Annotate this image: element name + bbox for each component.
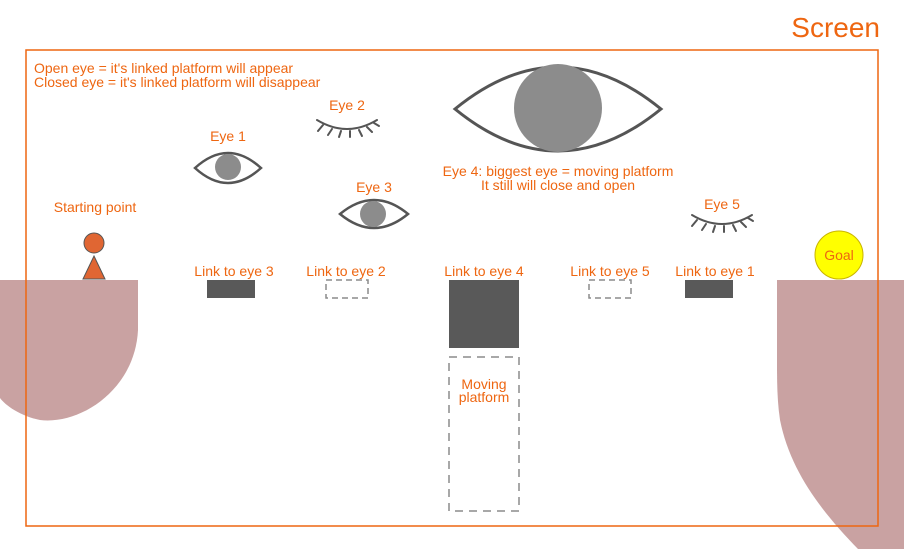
eye-3-icon (338, 198, 410, 230)
legend-notes: Open eye = it's linked platform will app… (34, 61, 320, 89)
screen-title: Screen (791, 12, 880, 43)
player-figure (82, 232, 106, 280)
left-cliff (0, 280, 138, 421)
platform-link-2-label: Link to eye 2 (306, 263, 386, 279)
platform-link-5-label: Link to eye 5 (570, 263, 650, 279)
platform-link-3-label: Link to eye 3 (194, 263, 274, 279)
eye-5-closed-icon (691, 214, 754, 233)
moving-platform-label-line2: platform (458, 389, 510, 405)
eye-4-label: Eye 4: biggest eye = moving platform (442, 163, 674, 179)
eye-2-label: Eye 2 (329, 97, 365, 113)
eye-3-label: Eye 3 (356, 179, 392, 195)
goal-label: Goal (824, 247, 854, 263)
platform-link-2-hidden (325, 279, 369, 299)
eye-1-label: Eye 1 (210, 128, 246, 144)
starting-point-label: Starting point (53, 199, 137, 215)
platform-link-5-hidden (588, 279, 632, 299)
platform-link-1-label: Link to eye 1 (675, 263, 755, 279)
goal-circle (814, 230, 864, 280)
eye-1-icon (193, 151, 263, 185)
platform-link-1 (685, 280, 733, 298)
eye-2-closed-icon (316, 119, 380, 138)
moving-platform-path (448, 356, 520, 512)
screen-frame (25, 49, 879, 527)
note-open-eye: Open eye = it's linked platform will app… (34, 60, 294, 76)
platform-link-4-label: Link to eye 4 (444, 263, 524, 279)
right-cliff (777, 280, 904, 549)
platform-link-3 (207, 280, 255, 298)
eye-4-big-icon (452, 64, 664, 153)
platform-link-4-moving (449, 280, 519, 348)
eye-5-label: Eye 5 (704, 196, 740, 212)
moving-platform-label-line1: Moving (461, 376, 507, 392)
note-closed-eye: Closed eye = it's linked platform will d… (34, 74, 321, 90)
eye-4-sublabel: It still will close and open (480, 177, 636, 193)
